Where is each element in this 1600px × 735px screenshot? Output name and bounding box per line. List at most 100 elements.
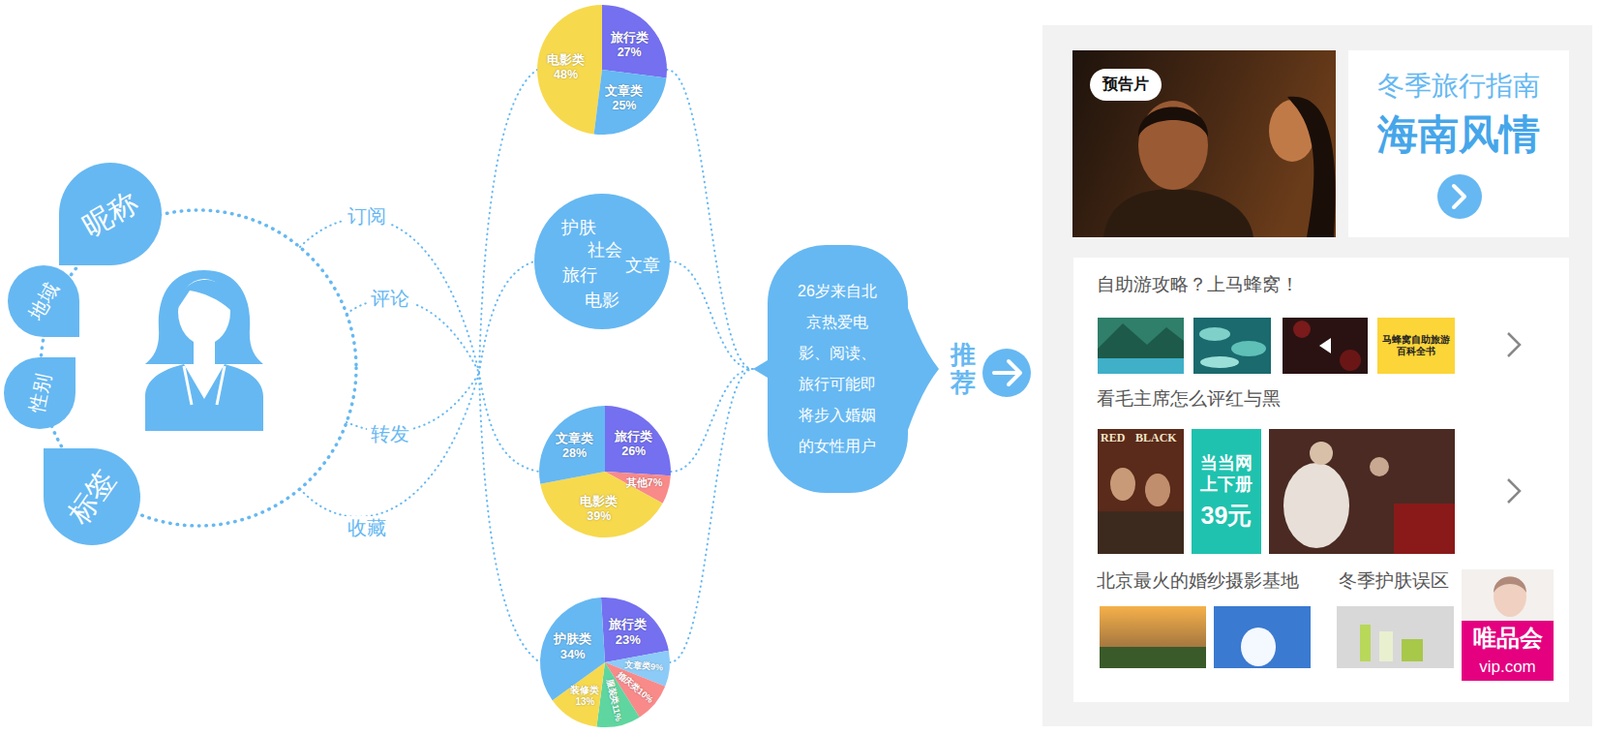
blob-outline [7,265,80,337]
node-text: 旅行类 26% [613,429,654,459]
promo-card: 冬季旅行指南海南风情 [1348,50,1570,238]
node-text: 护肤类 34% [551,632,594,663]
connector [666,69,754,369]
arrow-icon [994,361,1021,385]
go-chevron [1453,185,1465,208]
movie-figure [1138,107,1208,139]
node-text: 冬季旅行指南 [1348,69,1570,103]
node-text: 护肤 [561,217,597,239]
painting-tile [1369,456,1389,477]
poster-tile [1097,428,1184,554]
node-text: vip.com [1464,657,1551,677]
node-text: 26岁来自北京热爱电影、阅读、旅行可能即将步入婚姻的女性用户 [793,275,881,462]
user-neck [193,340,215,366]
photo-tile [1493,575,1527,617]
text-holder: 电影类 48% [545,53,586,83]
text-holder: 看毛主席怎么评红与黑 [1096,388,1281,411]
photo-tile [1097,358,1184,374]
photo-tile [1336,605,1454,668]
user-summary-bubble: 26岁来自北京热爱电影、阅读、旅行可能即将步入婚姻的女性用户 推荐 [753,241,978,496]
photo-tile [1339,349,1361,371]
node-text: 文章类 25% [603,84,644,114]
pie-slice [540,471,663,538]
text-holder: 冬季护肤误区 [1338,570,1450,593]
fan-line [479,372,541,663]
bubble-body [767,244,908,493]
label-holder: BLACK [1135,431,1178,445]
connector [670,368,754,472]
label-holder: 订阅 [343,204,391,228]
text-holder: 旅行 [562,265,598,286]
label-holder: RED [1100,431,1125,445]
text-holder: 39元 [1194,500,1259,530]
action-label: 订阅 [343,204,391,228]
node-text: 旅行 [562,265,598,286]
more-chevron [1508,479,1520,503]
blob-outline [59,162,162,266]
cloud-disc [534,193,670,330]
text-holder: 其他7% [626,476,664,489]
poster-tile [1145,473,1171,507]
photo-tile [1199,327,1231,341]
action-label: 收藏 [343,515,391,540]
interest-cloud: 护肤社会文章 旅行电影 [534,193,670,330]
node-text: 当当网 上下册 [1194,452,1259,495]
node-text: 唯品会 [1464,624,1551,653]
text-holder: 文章 [625,255,661,276]
text-holder: 护肤 [561,217,597,239]
go-button [1437,174,1482,219]
label-holder: 收藏 [343,515,391,540]
node-text: 自助游攻略？上马蜂窝！ [1096,273,1299,297]
photo-tile [1493,576,1527,594]
node-text: 39元 [1194,500,1259,530]
user-collar [183,365,225,405]
text-holder: 26岁来自北京热爱电影、阅读、旅行可能即将步入婚姻的女性用户 [793,275,881,462]
fan-line [479,69,538,373]
user-fringe [178,279,231,310]
interest-pie: 旅行类 23%护肤类 34%文章类9%婚庆类10%服装类11%装修类 13% [540,597,670,727]
text-holder: 旅行类 26% [613,429,654,459]
node-text: 推荐 [950,340,976,396]
node-text: 预告片 [1102,74,1149,95]
poster-tile [1110,467,1136,501]
text-holder: 预告片 [1102,74,1149,95]
interest-pie: 电影类 48% 旅行类 27% 文章类 25% [537,4,667,135]
user-face [178,278,231,345]
movie-figure [1287,96,1336,238]
pie-slice [602,4,667,78]
text-holder: 冬季旅行指南 [1348,69,1570,103]
label-holder: 转发 [366,422,414,446]
node-text: 电影类 48% [545,53,586,83]
action-label: 转发 [366,422,414,446]
text-holder: 海南风情 [1348,110,1570,159]
text-holder: 护肤类 34% [551,632,594,663]
text-holder: 电影类 39% [578,494,619,524]
text-holder: 电影 [584,290,620,311]
photo-tile [1240,627,1276,666]
price-tile: 当当网 上下册 39元 [1191,428,1262,554]
node-text: 其他7% [626,476,664,489]
play-icon [1319,337,1331,354]
photo-tile [1461,569,1554,621]
profile-tag-blob: 性别 [3,357,76,429]
node-text: 马蜂窝自助旅游 百科全书 [1380,333,1452,358]
fan-line [479,261,535,373]
text-holder: 文章类 25% [603,84,644,114]
node-shape [753,241,978,496]
profile-tag-blob: 地域 [7,265,80,337]
node-text: 文章 [625,255,661,276]
node-text: 旅行类 27% [609,30,650,61]
book-tile: 马蜂窝自助旅游 百科全书 [1377,317,1455,374]
photo-tile [1099,646,1207,668]
text-holder: vip.com [1464,657,1551,677]
fan-line [479,372,540,472]
node-text: 装修类 13% [569,684,602,708]
pie-slice [537,4,603,134]
painting-tile [1309,441,1333,465]
action-line [346,299,480,373]
text-holder: 装修类 13% [569,684,602,708]
node-text: 海南风情 [1348,110,1570,159]
text-holder: 社会 [587,240,623,261]
